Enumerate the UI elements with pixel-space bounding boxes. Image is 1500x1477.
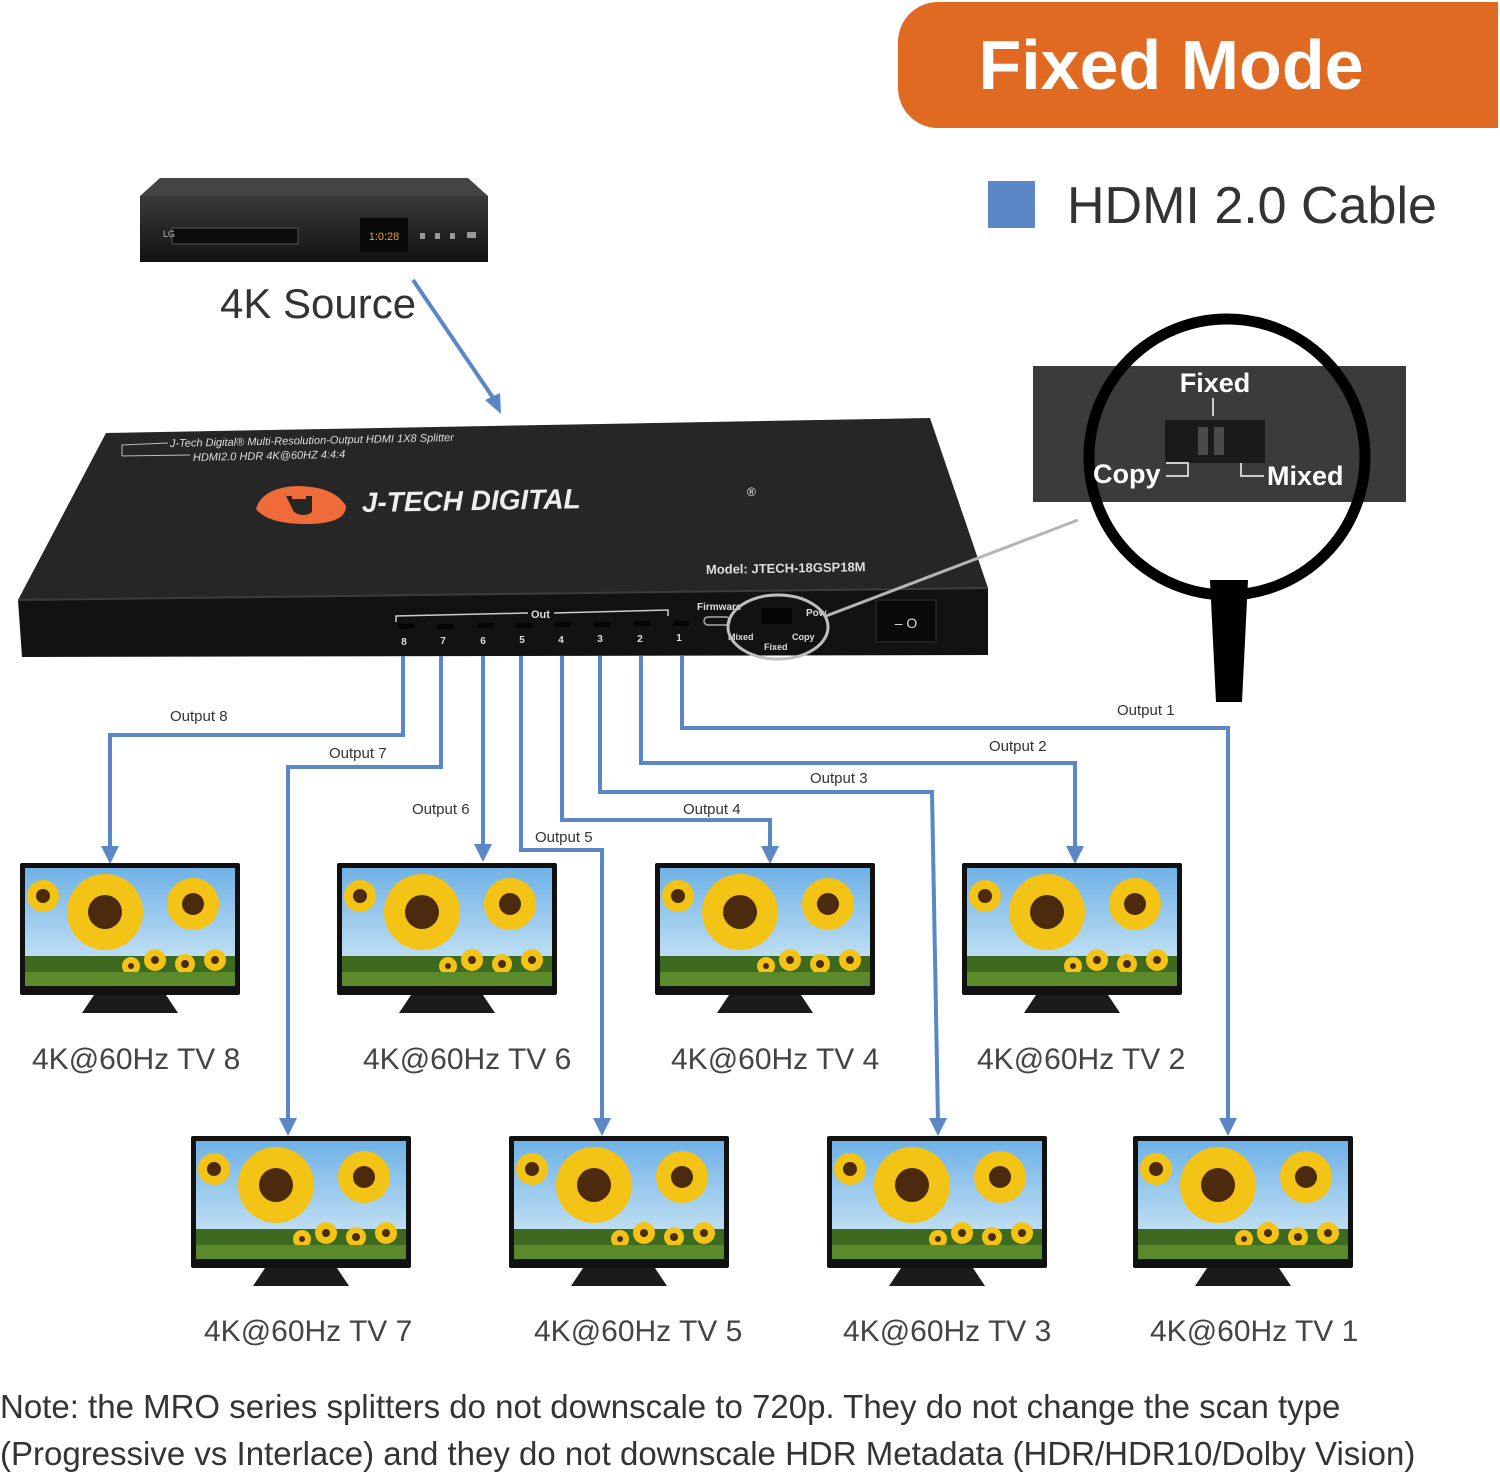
switch-highlight-circle [726,593,830,661]
cable-output-7 [286,656,443,1122]
firmware-label: Firmware [697,602,742,613]
output-label-6: Output 6 [412,801,470,818]
legend-swatch [988,181,1035,228]
bluray-brand: LG [163,229,175,239]
mode-title: Fixed Mode [978,26,1364,104]
cable-output-5 [519,656,604,1122]
cable-output-4 [560,656,772,850]
tv-label-4: 4K@60Hz TV 4 [671,1043,880,1076]
bluray-player: 1:0:28 LG [140,178,488,262]
port-number: 7 [440,636,446,647]
tv-5 [509,1136,729,1286]
cable-output-3 [598,656,940,1123]
footnote: Note: the MRO series splitters do not do… [0,1383,1500,1477]
output-label-3: Output 3 [810,770,868,787]
tv-1 [1133,1136,1353,1286]
output-label-1: Output 1 [1117,702,1175,719]
tv-label-7: 4K@60Hz TV 7 [204,1315,413,1348]
bluray-buttons [420,232,476,239]
tv-label-6: 4K@60Hz TV 6 [363,1043,572,1076]
tv-7 [191,1136,411,1286]
hdmi-cables [108,656,1230,1123]
cable-output-8 [108,656,405,850]
port-number: 6 [480,636,486,647]
source-label: 4K Source [220,280,417,327]
tv-label-5: 4K@60Hz TV 5 [534,1315,743,1348]
device-brand: J-TECH DIGITAL [362,483,581,518]
switch-magnifier: Fixed Copy Mixed [1033,313,1406,702]
device-model: Model: JTECH-18GSP18M [706,559,866,577]
cable-output-1 [680,656,1230,1122]
switch-mixed-small: Mixed [728,632,754,642]
footnote-line-2: (Progressive vs Interlace) and they do n… [0,1435,1416,1472]
port-number: 8 [401,637,407,648]
legend-label: HDMI 2.0 Cable [1067,177,1437,235]
tv-8 [20,863,240,1013]
output-label-2: Output 2 [989,738,1047,755]
power-label: Pow [806,608,827,619]
tv-label-3: 4K@60Hz TV 3 [843,1315,1052,1348]
device-line1: J-Tech Digital® Multi-Resolution-Output … [169,432,456,450]
tv-2 [962,863,1182,1013]
tv-6 [337,863,557,1013]
zoom-fixed-label: Fixed [1180,368,1251,398]
device-registered: ® [747,485,756,499]
bluray-display: 1:0:28 [369,231,400,243]
tv-label-2: 4K@60Hz TV 2 [977,1043,1186,1076]
tv-row-bottom [191,1136,1353,1286]
power-switch-symbols: – O [895,615,918,631]
port-number: 5 [519,635,525,646]
zoom-pointer-line [825,518,1079,618]
port-number: 3 [597,634,603,645]
splitter-device: J-Tech Digital® Multi-Resolution-Output … [17,418,989,661]
tv-label-1: 4K@60Hz TV 1 [1150,1315,1359,1348]
port-number: 1 [676,633,682,644]
output-label-5: Output 5 [535,829,593,846]
hdmi-ports [398,621,689,629]
tv-3 [827,1136,1047,1286]
device-out-label: Out [531,609,550,621]
port-numbers: 8 7 6 5 4 3 2 1 [401,633,682,648]
device-line2: HDMI2.0 HDR 4K@60HZ 4:4:4 [193,449,346,464]
output-label-8: Output 8 [170,708,228,725]
tv-4 [655,863,875,1013]
output-label-7: Output 7 [329,745,387,762]
switch-copy-small: Copy [792,632,815,642]
zoom-copy-label: Copy [1093,459,1161,489]
tv-label-8: 4K@60Hz TV 8 [32,1043,241,1076]
cable-arrowheads [101,844,1237,1136]
zoom-mixed-label: Mixed [1267,461,1344,491]
output-label-4: Output 4 [683,801,741,818]
jtech-logo-icon [256,486,346,524]
port-number: 2 [637,634,643,645]
port-number: 4 [558,635,564,646]
mode-banner [898,2,1498,128]
switch-fixed-small: Fixed [764,642,788,652]
source-arrow [411,278,501,414]
cable-output-2 [639,656,1077,850]
magnifier-handle [1210,580,1248,702]
footnote-line-1: Note: the MRO series splitters do not do… [0,1388,1341,1425]
